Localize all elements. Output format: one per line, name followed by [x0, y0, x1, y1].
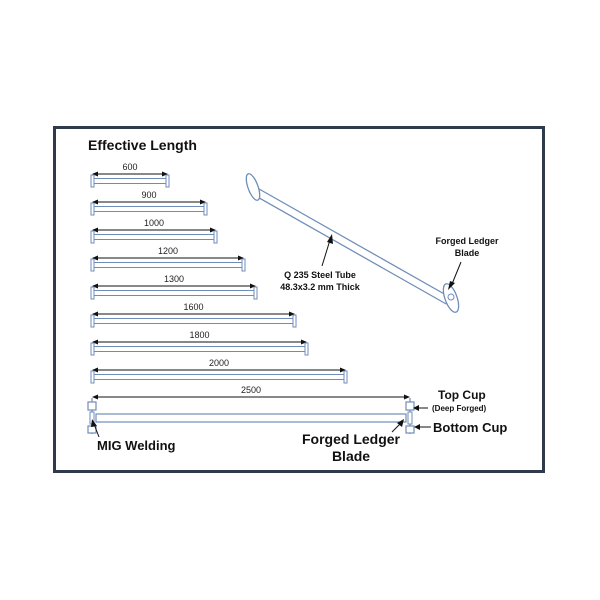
ledger-tube [93, 374, 345, 380]
ledger-blade-left [90, 230, 95, 244]
ledger-tube [93, 234, 215, 240]
angled-tube-body [249, 186, 451, 304]
ledger-blade-right [292, 314, 297, 328]
ledger-blade-right [343, 370, 348, 384]
ledger-blade-large-right [407, 411, 413, 425]
callout-forged-blade-top-leader [451, 261, 462, 285]
dimension-arrow-left [92, 255, 98, 261]
diagram-title: Effective Length [88, 137, 197, 153]
dimension-label: 2500 [241, 385, 261, 395]
ledger-blade-left [90, 174, 95, 188]
dimension-arrow-left [92, 339, 98, 345]
dimension-arrow-left [92, 283, 98, 289]
callout-tube-leader [321, 239, 331, 267]
dimension-label: 600 [122, 162, 137, 172]
dimension-arrow-left [92, 199, 98, 205]
dimension-arrow-right [250, 283, 256, 289]
dimension-arrow-right [340, 367, 346, 373]
callout-bottom-cup-arrowhead [414, 424, 420, 430]
dimension-arrow-right [238, 255, 244, 261]
callout-forged-blade-top-arrowhead [448, 281, 455, 290]
dimension-arrow-left [92, 171, 98, 177]
callout-mig-welding-arrowhead [91, 419, 97, 427]
dimension-arrow-left [92, 311, 98, 317]
dimension-label: 1000 [144, 218, 164, 228]
dimension-label: 1600 [183, 302, 203, 312]
callout-top-cup-note: (Deep Forged) [432, 404, 487, 413]
callout-tube-arrowhead [327, 234, 333, 244]
ledger-bars: 600 900 1000 1200 1300 1600 1800 2000 2500 [87, 162, 415, 434]
angled-blade-hole [447, 293, 455, 301]
callout-forged-blade-bottom-arrowhead [397, 419, 404, 427]
ledger-blade-right [304, 342, 309, 356]
angled-ledger [245, 173, 460, 313]
ledger-blade-left [90, 314, 95, 328]
callout-bottom-cup: Bottom Cup [433, 420, 507, 435]
ledger-blade-right [241, 258, 246, 272]
ledger-blade-right [213, 230, 218, 244]
dimension-arrow-left [92, 394, 98, 400]
dimension-arrow-right [162, 171, 168, 177]
dimension-label: 1800 [189, 330, 209, 340]
ledger-tube-large [95, 413, 407, 423]
ledger-tube [93, 318, 294, 324]
dimension-arrow-right [289, 311, 295, 317]
ledger-blade-left [90, 286, 95, 300]
dimension-arrow-right [210, 227, 216, 233]
dimension-label: 900 [141, 190, 156, 200]
dimension-arrow-left [92, 367, 98, 373]
callout-tube-line1: Q 235 Steel Tube [284, 270, 356, 280]
ledger-tube [93, 206, 205, 212]
ledger-blade-left [90, 258, 95, 272]
callout-forged-blade-top-line1: Forged Ledger [435, 236, 499, 246]
callout-top-cup: Top Cup [438, 388, 486, 402]
angled-end-blade-left [245, 173, 261, 201]
callout-top-cup-arrowhead [413, 405, 419, 411]
ledger-tube [93, 290, 255, 296]
callout-mig-welding: MIG Welding [97, 438, 176, 453]
ledger-blade-right [253, 286, 258, 300]
ledger-blade-left [90, 370, 95, 384]
ledger-blade-right [203, 202, 208, 216]
bottom-cup-right [405, 425, 415, 434]
ledger-tube [93, 262, 243, 268]
dimension-arrow-right [404, 394, 410, 400]
top-cup-right [405, 401, 415, 411]
callout-forged-blade-top-line2: Blade [455, 248, 480, 258]
ledger-tube [93, 178, 167, 184]
ledger-blade-right [165, 174, 170, 188]
top-cup-left [87, 401, 97, 411]
ledger-blade-left [90, 342, 95, 356]
dimension-arrow-right [200, 199, 206, 205]
dimension-arrow-left [92, 227, 98, 233]
dimension-arrow-right [301, 339, 307, 345]
ledger-tube [93, 346, 306, 352]
dimension-label: 1200 [158, 246, 178, 256]
callout-forged-blade-bottom-line1: Forged Ledger [302, 431, 401, 447]
ledger-blade-left [90, 202, 95, 216]
dimension-label: 1300 [164, 274, 184, 284]
callout-tube-line2: 48.3x3.2 mm Thick [280, 282, 361, 292]
callout-forged-blade-bottom-line2: Blade [332, 448, 370, 464]
angled-end-blade-right [442, 283, 460, 313]
dimension-label: 2000 [209, 358, 229, 368]
